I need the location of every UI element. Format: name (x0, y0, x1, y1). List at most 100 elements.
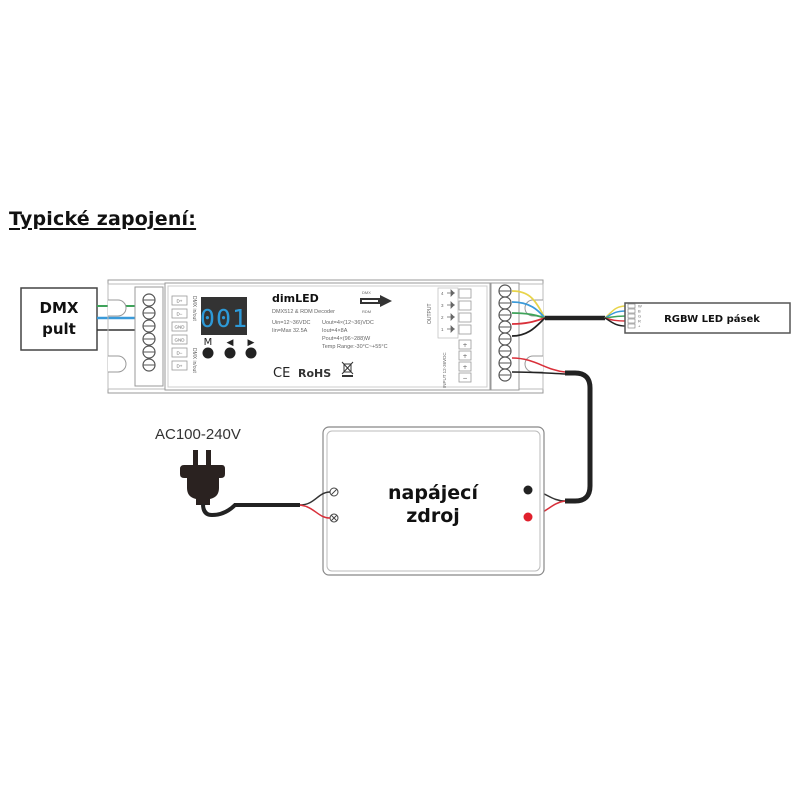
terminal-screw (498, 356, 512, 370)
button-left[interactable] (224, 347, 236, 359)
terminal-screw (498, 344, 512, 358)
output-channel-number: 2 (441, 315, 444, 320)
input-terminal-box (458, 372, 472, 383)
led-symbol-icon (447, 289, 455, 297)
spec-pout: Pout=4×(96~288)W (322, 336, 371, 342)
terminal-screw (142, 345, 156, 359)
dmx-terminal-label: GND (175, 325, 186, 330)
input-terminal-label: − (462, 375, 467, 382)
strip-pin-label: B (638, 309, 641, 314)
spec-temp: Temp Range:-30°C~+55°C (322, 344, 388, 350)
logo-bottom-text: RDM (362, 309, 371, 314)
output-channel-number: 1 (441, 327, 444, 332)
ce-mark: CE (273, 366, 290, 381)
dmx-console-box (20, 287, 98, 351)
spec-uout: Uout=4×(12~36)VDC (322, 320, 374, 326)
psu-dc-positive-terminal (523, 512, 533, 522)
input-terminal-label: + (462, 353, 467, 360)
psu-label-line1: napájecí (388, 482, 479, 504)
input-label: INPUT 12-36VDC (442, 352, 447, 388)
brand-name: dimLED (272, 292, 319, 305)
dmx-terminal-label: D+ (177, 364, 183, 369)
led-symbol-icon (447, 313, 455, 321)
input-terminal-box (458, 339, 472, 350)
strip-pin-label: + (638, 324, 641, 329)
decoder-buttons: M ◀ ▶ (202, 337, 257, 359)
address-display: 001 (200, 297, 248, 335)
input-terminal-label: + (462, 342, 467, 349)
dmx-rdm-logo: DMX RDM (360, 290, 392, 314)
mains-voltage-label: AC100-240V (155, 426, 241, 443)
dmx-terminal-label-box (171, 295, 188, 306)
power-supply: napájecí zdroj (322, 426, 545, 576)
spec-iin: Iin=Max 32.5A (272, 328, 308, 334)
button-left-label: ◀ (227, 338, 234, 348)
terminal-screw (142, 319, 156, 333)
button-right-label: ▶ (248, 338, 255, 348)
dmx-terminal-label: D− (177, 312, 183, 317)
terminal-screw (498, 332, 512, 346)
strip-pin-pad (627, 313, 636, 319)
dmx-terminal-screws (142, 293, 156, 372)
dmx-side-label-1: DMX in/out (191, 296, 197, 321)
display-digits: 001 (200, 304, 248, 333)
dmx-side-label-2: DMX in/out (191, 348, 197, 373)
terminal-screw (142, 332, 156, 346)
output-terminal-box (458, 312, 472, 323)
psu-ac-terminal-n (329, 513, 339, 523)
terminal-screw (498, 320, 512, 334)
dmx-console: DMX pult (20, 287, 98, 351)
strip-pin-pad (627, 318, 636, 324)
dmx-terminal-label-box (171, 360, 188, 371)
dmx-terminal-label-box (171, 334, 188, 345)
spec-iout: Iout=4×8A (322, 328, 348, 334)
input-terminal-box (458, 361, 472, 372)
output-label: OUTPUT (427, 303, 433, 324)
output-terminal-screws (498, 284, 512, 382)
strip-pin-label: G (638, 314, 641, 319)
model-name: DMX512 & RDM Decoder (272, 309, 335, 315)
mains-plug-icon (180, 450, 225, 505)
psu-label-line2: zdroj (406, 505, 460, 527)
terminal-screw (498, 284, 512, 298)
terminal-screw (498, 368, 512, 382)
input-terminal-box (458, 350, 472, 361)
diagram-heading: Typické zapojení: (9, 208, 197, 230)
dmx-console-line1: DMX (40, 299, 79, 317)
strip-pin-pad (627, 303, 636, 309)
display-screen (201, 297, 247, 335)
button-m[interactable] (202, 347, 214, 359)
dmx-console-line2: pult (42, 320, 76, 338)
dmx-terminal-label: D− (177, 351, 183, 356)
output-bracket (437, 287, 459, 339)
dmx-terminal-label-box (171, 347, 188, 358)
mains-cable (201, 491, 331, 519)
output-channel-number: 3 (441, 303, 444, 308)
strip-pin-label: R (638, 319, 641, 324)
terminal-screw (498, 308, 512, 322)
rohs-mark: RoHS (298, 367, 331, 380)
psu-ac-terminal-l (329, 487, 339, 497)
strip-pin-pad (627, 323, 636, 329)
input-terminal-label: + (462, 364, 467, 371)
input-terminals: + + + − (458, 339, 472, 383)
button-right[interactable] (245, 347, 257, 359)
weee-bin-icon (341, 361, 354, 377)
spec-uin: Uin=12~36VDC (272, 320, 311, 326)
led-strip-label: RGBW LED pásek (664, 313, 760, 325)
psu-dc-negative-terminal (523, 485, 533, 495)
terminal-screw (142, 306, 156, 320)
dmx-terminal-label: GND (175, 338, 186, 343)
output-terminal-box (458, 324, 472, 335)
strip-pin-pad (627, 308, 636, 314)
terminal-screw (498, 296, 512, 310)
terminal-screw (142, 358, 156, 372)
output-terminal-box (458, 300, 472, 311)
dmx-terminal-label-box (171, 321, 188, 332)
strip-pin-label: W (638, 304, 642, 309)
led-symbol-icon (447, 325, 455, 333)
